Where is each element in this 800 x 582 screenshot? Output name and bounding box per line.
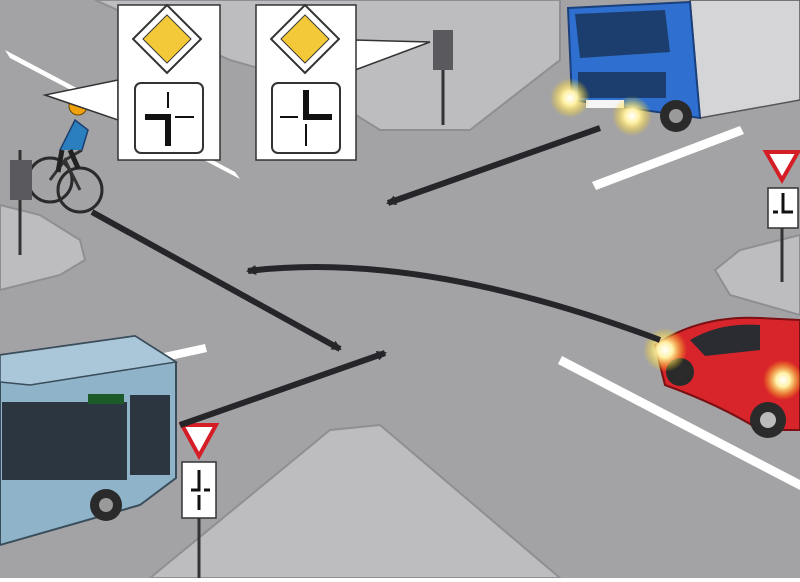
headlight-glow [612,96,652,136]
headlight-glow [763,360,800,400]
priority-road-sign-left [42,3,221,161]
yield-icon [178,423,220,461]
headlight-glow [550,78,590,118]
sidewalk-right [713,233,800,317]
bus [0,334,179,547]
priority-road-sign-right [255,3,431,161]
yield-icon [762,150,800,185]
road-layout-plate-right [271,82,341,154]
cyclist-path-arrow [90,209,342,352]
bus-path-arrow [179,350,387,428]
car-path-arrow [246,264,662,343]
yield-sign-right [762,150,800,282]
priority-road-signpost-left [10,150,32,255]
truck [550,0,800,136]
yield-sign-bottom [178,423,220,578]
priority-road-signpost-top [433,30,453,125]
road-layout-plate-left [134,82,204,154]
priority-road-icon [131,3,203,75]
lane-marking [592,126,744,190]
priority-road-icon [269,3,341,75]
truck-path-arrow [386,125,602,206]
lane-marking [558,356,800,490]
